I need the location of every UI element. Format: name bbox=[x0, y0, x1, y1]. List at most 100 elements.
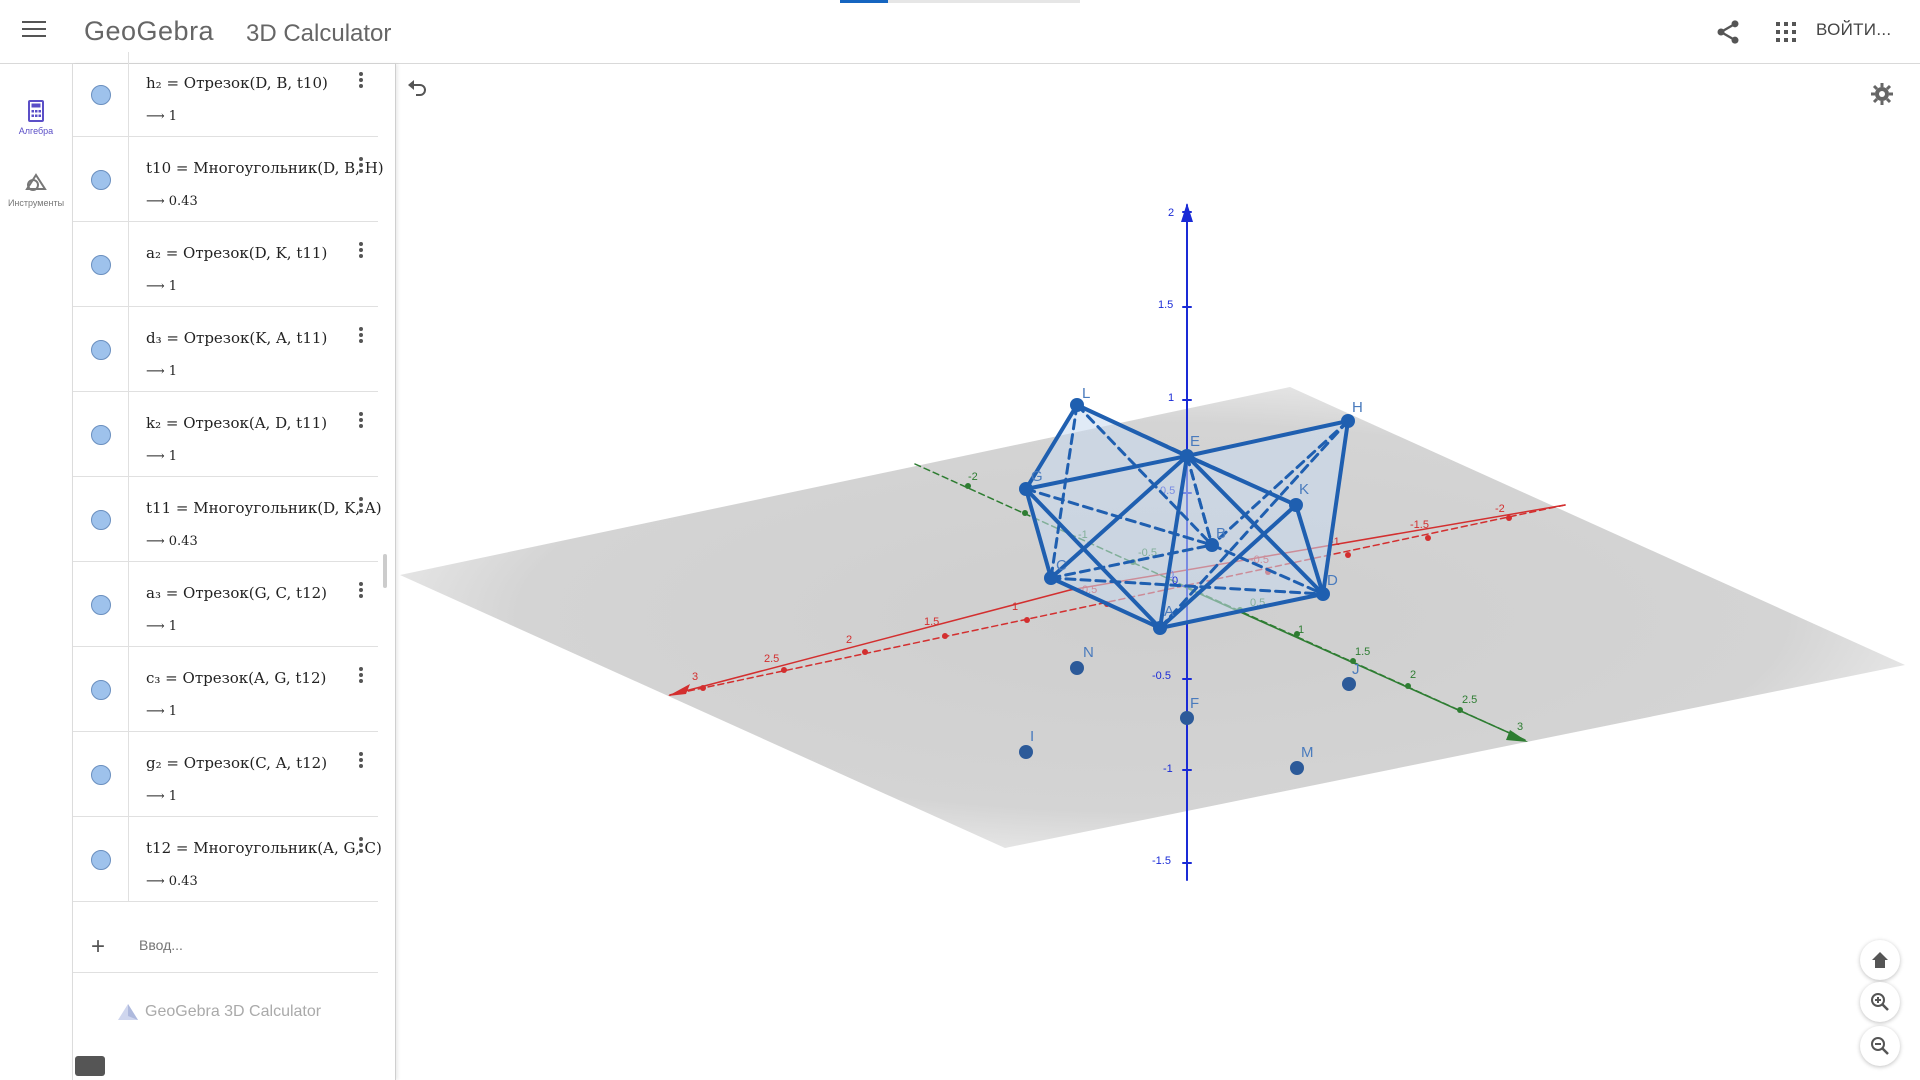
zoom-in-button[interactable] bbox=[1860, 982, 1900, 1022]
keyboard-icon[interactable] bbox=[75, 1056, 105, 1076]
visibility-marble-icon[interactable] bbox=[91, 170, 111, 190]
algebra-row[interactable]: t10 = Многоугольник(D, B, H)⟶ 0.43 bbox=[73, 137, 384, 222]
visibility-marble-icon[interactable] bbox=[91, 255, 111, 275]
visibility-toggle-cell[interactable] bbox=[73, 392, 129, 477]
algebra-row[interactable]: d₃ = Отрезок(K, A, t11)⟶ 1 bbox=[73, 307, 378, 392]
visibility-marble-icon[interactable] bbox=[91, 340, 111, 360]
y-axis-tick-label: 1.5 bbox=[1355, 646, 1370, 658]
more-vert-icon[interactable] bbox=[351, 665, 371, 687]
home-view-button[interactable] bbox=[1860, 940, 1900, 980]
menu-icon[interactable] bbox=[22, 21, 46, 41]
plus-icon[interactable]: + bbox=[91, 933, 106, 960]
algebra-definition[interactable]: c₃ = Отрезок(A, G, t12) bbox=[146, 669, 327, 687]
algebra-row[interactable]: t12 = Многоугольник(A, G, C) ⟶ 0.43 bbox=[73, 817, 382, 902]
visibility-marble-icon[interactable] bbox=[91, 595, 111, 615]
more-vert-icon[interactable] bbox=[351, 70, 371, 92]
visibility-toggle-cell[interactable] bbox=[73, 817, 129, 902]
algebra-row[interactable]: k₂ = Отрезок(A, D, t11)⟶ 1 bbox=[73, 392, 378, 477]
x-axis-tick-dot bbox=[1024, 617, 1030, 623]
zoom-out-button[interactable] bbox=[1860, 1026, 1900, 1066]
y-axis-tick-label: 3 bbox=[1517, 721, 1523, 733]
algebra-definition[interactable]: t11 = Многоугольник(D, K, A) bbox=[146, 499, 382, 517]
visibility-marble-icon[interactable] bbox=[91, 765, 111, 785]
z-axis-tick-label: -0.5 bbox=[1152, 670, 1171, 682]
solid-hidden-edge bbox=[1075, 403, 1214, 547]
algebra-definition[interactable]: h₂ = Отрезок(D, B, t10) bbox=[146, 74, 328, 92]
visibility-toggle-cell[interactable] bbox=[73, 137, 129, 222]
left-rail: Алгебра Инструменты bbox=[0, 64, 72, 1080]
z-axis-tick-label: 1.5 bbox=[1158, 299, 1173, 311]
isolated-point bbox=[1070, 661, 1084, 675]
login-button[interactable]: ВОЙТИ... bbox=[1816, 20, 1892, 39]
more-vert-icon[interactable] bbox=[351, 750, 371, 772]
share-icon[interactable] bbox=[1714, 18, 1742, 46]
more-vert-icon[interactable] bbox=[351, 495, 371, 517]
algebra-value: ⟶ 1 bbox=[146, 704, 178, 719]
point-label: B bbox=[1216, 525, 1226, 542]
z-axis-tick-label: -1 bbox=[1163, 763, 1173, 775]
algebra-definition[interactable]: g₂ = Отрезок(C, A, t12) bbox=[146, 754, 328, 772]
y-axis-tick-label: 1 bbox=[1298, 624, 1304, 636]
visibility-marble-icon[interactable] bbox=[91, 850, 111, 870]
solid-hidden-edge bbox=[1024, 487, 1214, 547]
algebra-row[interactable]: a₃ = Отрезок(G, C, t12)⟶ 1 bbox=[73, 562, 378, 647]
y-axis-tick-dot bbox=[965, 483, 971, 489]
algebra-definition[interactable]: d₃ = Отрезок(K, A, t11) bbox=[146, 329, 328, 347]
solid-hidden-edge bbox=[1185, 454, 1214, 547]
visibility-marble-icon[interactable] bbox=[91, 85, 111, 105]
point-label: D bbox=[1327, 572, 1338, 589]
algebra-scrollbar[interactable] bbox=[383, 554, 387, 588]
more-vert-icon[interactable] bbox=[351, 240, 371, 262]
algebra-value: ⟶ 0.43 bbox=[146, 874, 198, 889]
point-label: M bbox=[1301, 744, 1314, 761]
undo-icon[interactable] bbox=[406, 76, 430, 100]
visibility-toggle-cell[interactable] bbox=[73, 477, 129, 562]
visibility-marble-icon[interactable] bbox=[91, 680, 111, 700]
algebra-row[interactable]: t11 = Многоугольник(D, K, A)⟶ 0.43 bbox=[73, 477, 382, 562]
visibility-toggle-cell[interactable] bbox=[73, 52, 129, 137]
rail-algebra-tab[interactable]: Алгебра bbox=[0, 100, 72, 136]
more-vert-icon[interactable] bbox=[351, 580, 371, 602]
vertex-point bbox=[1044, 571, 1058, 585]
visibility-toggle-cell[interactable] bbox=[73, 222, 129, 307]
algebra-definition[interactable]: a₂ = Отрезок(D, K, t11) bbox=[146, 244, 328, 262]
algebra-definition[interactable]: k₂ = Отрезок(A, D, t11) bbox=[146, 414, 328, 432]
point-label: E bbox=[1190, 433, 1200, 450]
solid-edge bbox=[1158, 503, 1298, 630]
graphics-3d-canvas[interactable]: 32.521.510.5-0.5-1-1.5-2-2-1-0.50.511.52… bbox=[396, 64, 1920, 1080]
algebra-row[interactable]: g₂ = Отрезок(C, A, t12) ⟶ 1 bbox=[73, 732, 378, 817]
algebra-row[interactable]: a₂ = Отрезок(D, K, t11)⟶ 1 bbox=[73, 222, 378, 307]
settings-gear-icon[interactable] bbox=[1870, 82, 1894, 106]
algebra-input[interactable] bbox=[139, 937, 359, 953]
more-vert-icon[interactable] bbox=[351, 835, 371, 857]
solid-hidden-edge bbox=[1049, 403, 1079, 580]
algebra-row[interactable]: h₂ = Отрезок(D, B, t10)⟶ 1 bbox=[73, 52, 378, 137]
visibility-toggle-cell[interactable] bbox=[73, 647, 129, 732]
point-label: N bbox=[1083, 644, 1094, 661]
algebra-input-row[interactable]: + bbox=[73, 923, 378, 973]
visibility-marble-icon[interactable] bbox=[91, 425, 111, 445]
visibility-marble-icon[interactable] bbox=[91, 510, 111, 530]
graphics-3d-view[interactable]: 32.521.510.5-0.5-1-1.5-2-2-1-0.50.511.52… bbox=[396, 64, 1920, 1080]
algebra-definition[interactable]: t12 = Многоугольник(A, G, C) bbox=[146, 839, 382, 857]
visibility-toggle-cell[interactable] bbox=[73, 562, 129, 647]
algebra-value: ⟶ 1 bbox=[146, 789, 178, 804]
more-vert-icon[interactable] bbox=[351, 410, 371, 432]
more-vert-icon[interactable] bbox=[351, 325, 371, 347]
tools-icon bbox=[25, 173, 47, 191]
x-axis-tick-label: 1 bbox=[1012, 601, 1018, 613]
visibility-toggle-cell[interactable] bbox=[73, 732, 129, 817]
point-label: C bbox=[1056, 557, 1067, 574]
algebra-definition[interactable]: t10 = Многоугольник(D, B, H) bbox=[146, 159, 384, 177]
visibility-toggle-cell[interactable] bbox=[73, 307, 129, 392]
footer-brand: GeoGebra 3D Calculator bbox=[117, 1003, 321, 1021]
apps-icon[interactable] bbox=[1774, 20, 1798, 44]
rail-tools-tab[interactable]: Инструменты bbox=[0, 172, 72, 208]
algebra-definition[interactable]: a₃ = Отрезок(G, C, t12) bbox=[146, 584, 328, 602]
algebra-row[interactable]: c₃ = Отрезок(A, G, t12) ⟶ 1 bbox=[73, 647, 378, 732]
point-label: F bbox=[1190, 695, 1199, 712]
isolated-point bbox=[1342, 677, 1356, 691]
x-axis-arrow bbox=[668, 684, 690, 696]
x-axis-tick-dot bbox=[1425, 535, 1431, 541]
more-vert-icon[interactable] bbox=[351, 155, 371, 177]
